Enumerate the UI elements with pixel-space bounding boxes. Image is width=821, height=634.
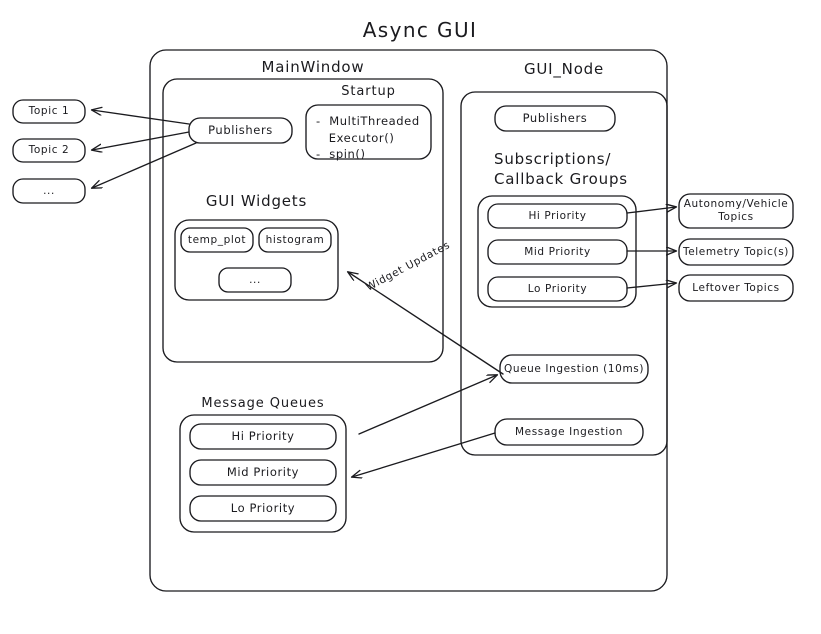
sub-mid-label[interactable]: Mid Priority bbox=[524, 245, 591, 258]
mq-mid-label[interactable]: Mid Priority bbox=[226, 465, 300, 480]
topic-1-label[interactable]: Topic 1 bbox=[28, 105, 70, 118]
sub-mid-box bbox=[487, 239, 628, 265]
message-queues-title: Message Queues bbox=[201, 396, 325, 412]
node-publishers-box bbox=[494, 105, 616, 132]
queue-ingestion-box bbox=[499, 354, 649, 384]
leftover-topics-box bbox=[678, 274, 794, 302]
autonomy-topics-label[interactable]: Autonomy/Vehicle Topics bbox=[683, 198, 789, 223]
temp-plot-label[interactable]: temp_plot bbox=[187, 233, 247, 246]
histogram-box bbox=[258, 227, 332, 253]
main-publishers-box bbox=[188, 117, 293, 144]
sub-hi-box bbox=[487, 203, 628, 229]
topic-ellipsis-label[interactable]: ... bbox=[43, 184, 55, 197]
widget-ellipsis-box bbox=[218, 267, 292, 293]
topic-ellipsis-box bbox=[12, 178, 86, 204]
sub-hi-label[interactable]: Hi Priority bbox=[528, 209, 587, 222]
node-publishers-label[interactable]: Publishers bbox=[522, 111, 588, 126]
gui-node-panel bbox=[460, 91, 668, 456]
queue-ingestion-label[interactable]: Queue Ingestion (10ms) bbox=[503, 362, 645, 375]
arrow-publishers-to-topic-ellipsis bbox=[92, 142, 197, 188]
arrow-sub-hi-to-autonomy bbox=[626, 207, 676, 214]
main-window-title: MainWindow bbox=[261, 57, 365, 76]
subscriptions-title-line2: Callback Groups bbox=[494, 170, 628, 189]
topic-2-label[interactable]: Topic 2 bbox=[28, 144, 70, 157]
gui-widgets-title: GUI Widgets bbox=[205, 191, 308, 210]
mq-hi-label[interactable]: Hi Priority bbox=[231, 429, 295, 444]
diagram-title: Async GUI bbox=[362, 17, 478, 42]
autonomy-topics-box bbox=[678, 193, 794, 229]
main-window-panel bbox=[162, 78, 444, 363]
message-ingestion-label[interactable]: Message Ingestion bbox=[514, 425, 624, 438]
arrow-widget-updates bbox=[348, 272, 504, 375]
arrow-publishers-to-topic2 bbox=[92, 131, 190, 150]
gui-node-title: GUI_Node bbox=[523, 59, 605, 78]
arrow-sub-lo-to-leftover bbox=[626, 283, 676, 289]
mq-mid-box bbox=[189, 459, 337, 486]
subscriptions-title-line1: Subscriptions/ bbox=[494, 150, 612, 169]
arrow-queues-to-queue-ingestion bbox=[358, 375, 497, 435]
message-ingestion-box bbox=[494, 418, 644, 446]
mq-lo-box bbox=[189, 495, 337, 522]
topic-2-box bbox=[12, 138, 86, 163]
message-queues-panel bbox=[179, 414, 347, 533]
main-publishers-label[interactable]: Publishers bbox=[208, 123, 273, 138]
leftover-topics-label[interactable]: Leftover Topics bbox=[692, 281, 780, 294]
arrow-publishers-to-topic1 bbox=[92, 110, 190, 125]
startup-box bbox=[305, 104, 432, 160]
sub-lo-box bbox=[487, 276, 628, 302]
temp-plot-box bbox=[180, 227, 254, 253]
widget-ellipsis-label[interactable]: ... bbox=[249, 273, 261, 286]
telemetry-topics-box bbox=[678, 238, 794, 266]
startup-title: Startup bbox=[341, 84, 396, 100]
arrow-message-ingestion-to-queues bbox=[352, 432, 496, 477]
telemetry-topics-label[interactable]: Telemetry Topic(s) bbox=[682, 245, 789, 258]
sub-lo-label[interactable]: Lo Priority bbox=[527, 282, 588, 295]
topic-1-box bbox=[12, 99, 86, 124]
mq-lo-label[interactable]: Lo Priority bbox=[230, 501, 296, 516]
gui-widgets-panel bbox=[174, 219, 339, 301]
mq-hi-box bbox=[189, 423, 337, 450]
histogram-label[interactable]: histogram bbox=[265, 233, 325, 246]
startup-items: - MultiThreaded Executor() - spin() bbox=[316, 114, 420, 162]
